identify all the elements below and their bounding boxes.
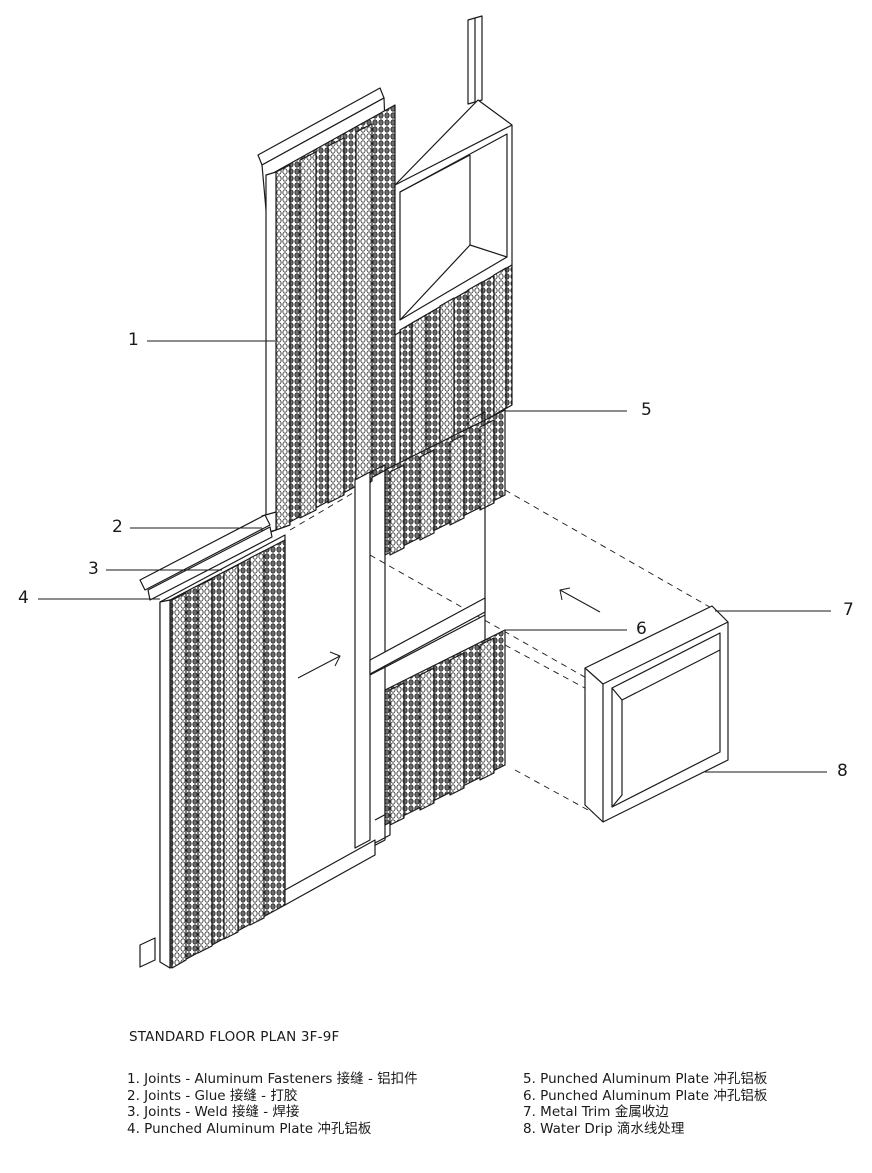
callout-number-5: 5	[641, 400, 652, 420]
callout-number-2: 2	[112, 517, 123, 537]
top-post	[467, 15, 483, 105]
callout-number-6: 6	[636, 619, 647, 639]
legend-item-1: 1. Joints - Aluminum Fasteners 接缝 - 铝扣件	[127, 1071, 418, 1087]
legend-item-3: 3. Joints - Weld 接缝 - 焊接	[127, 1104, 300, 1120]
legend-left-column: 1. Joints - Aluminum Fasteners 接缝 - 铝扣件 …	[127, 1071, 418, 1137]
legend-right-column: 5. Punched Aluminum Plate 冲孔铝板 6. Punche…	[523, 1071, 767, 1137]
plan-title: STANDARD FLOOR PLAN 3F-9F	[129, 1029, 340, 1045]
leader-lines	[38, 340, 831, 773]
facade-axonometric-diagram	[38, 15, 831, 969]
legend-item-8: 8. Water Drip 滴水线处理	[523, 1120, 685, 1137]
legend-item-7: 7. Metal Trim 金属收边	[523, 1104, 669, 1120]
middle-right-panel	[384, 409, 506, 556]
right-box-frame	[584, 605, 729, 823]
callout-number-1: 1	[128, 330, 139, 350]
lower-left-panel	[139, 514, 376, 969]
right-upper-panel	[399, 264, 513, 471]
legend-item-5: 5. Punched Aluminum Plate 冲孔铝板	[523, 1071, 768, 1087]
callout-number-4: 4	[18, 588, 29, 608]
legend-item-2: 2. Joints - Glue 接缝 - 打胶	[127, 1087, 298, 1104]
callout-number-7: 7	[843, 600, 854, 620]
flow-arrows	[297, 587, 601, 679]
legend-item-6: 6. Punched Aluminum Plate 冲孔铝板	[523, 1087, 768, 1104]
upper-left-panel	[257, 87, 396, 535]
lower-right-panel	[384, 629, 506, 826]
legend-item-4: 4. Punched Aluminum Plate 冲孔铝板	[127, 1120, 372, 1137]
upper-box-frame	[394, 99, 513, 336]
callout-number-3: 3	[88, 559, 99, 579]
callout-number-8: 8	[837, 761, 848, 781]
central-frame	[354, 411, 486, 849]
